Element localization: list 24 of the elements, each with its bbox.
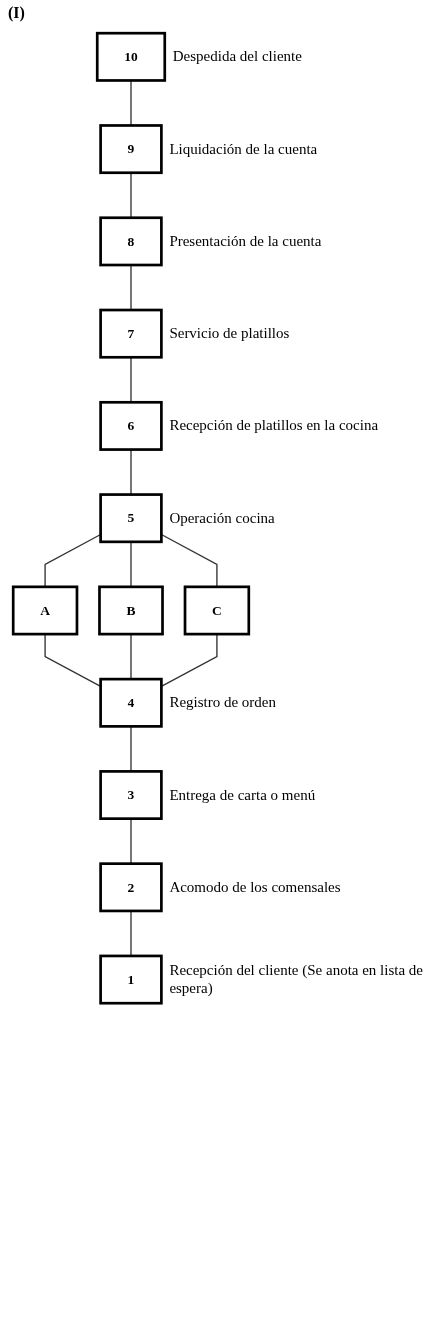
step-caption: Recepción de platillos en la cocina [169,416,380,436]
node-box: B [98,585,164,636]
node-box: 9 [99,124,163,175]
node-box: 8 [99,216,163,267]
node-box: 5 [99,493,163,544]
step-caption: Presentación de la cuenta [169,231,323,251]
node-box: 7 [99,308,163,359]
step-caption: Operación cocina [169,508,276,528]
node-box: 4 [99,677,163,728]
step-caption: Servicio de platillos [169,324,291,343]
step-caption: Registro de orden [169,693,277,712]
step-caption: Entrega de carta o menú [169,785,317,805]
step-caption: Despedida del cliente [172,47,303,67]
figure-label: (I) [8,4,25,21]
node-box: 10 [95,31,167,82]
node-box: 1 [99,954,163,1005]
node-box: 3 [99,770,163,820]
step-caption: Liquidación de la cuenta [169,139,319,159]
node-box: 6 [99,400,163,451]
node-box: 2 [99,862,163,913]
step-caption: Acomodo de los comensales [169,877,342,897]
node-box: A [11,585,79,636]
step-caption: Recepción del cliente (Se anota en lista de espera) [169,960,425,999]
node-box: C [183,585,251,636]
